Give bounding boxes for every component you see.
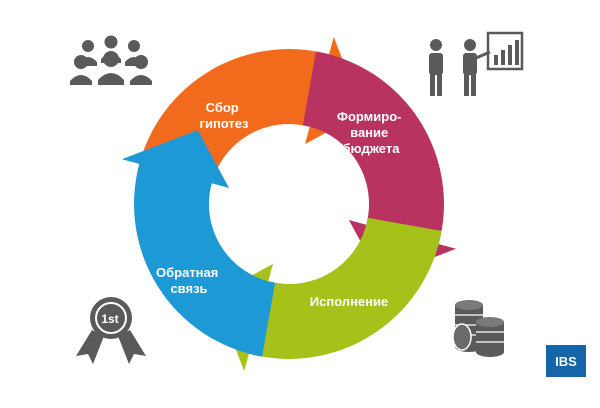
award-text: 1st bbox=[101, 312, 118, 326]
segment-obratnaya-svyaz bbox=[121, 130, 276, 357]
label-sbor-gipotez: Сбор гипотез bbox=[200, 100, 249, 131]
ibs-logo: IBS bbox=[546, 345, 586, 377]
logo-text: IBS bbox=[555, 354, 577, 369]
people-group-icon bbox=[70, 35, 152, 85]
label-obratnaya-svyaz: Обратная связь bbox=[156, 265, 222, 296]
segment-formirovanie-budzheta bbox=[302, 51, 457, 278]
label-formirovanie-budzheta: Формиро- вание бюджета bbox=[337, 109, 405, 156]
award-ribbon-icon: 1st bbox=[76, 297, 146, 364]
presentation-icon bbox=[429, 31, 524, 96]
coins-icon bbox=[452, 300, 504, 357]
segment-ispolnenie bbox=[215, 217, 442, 372]
label-ispolnenie: Исполнение bbox=[310, 294, 388, 309]
